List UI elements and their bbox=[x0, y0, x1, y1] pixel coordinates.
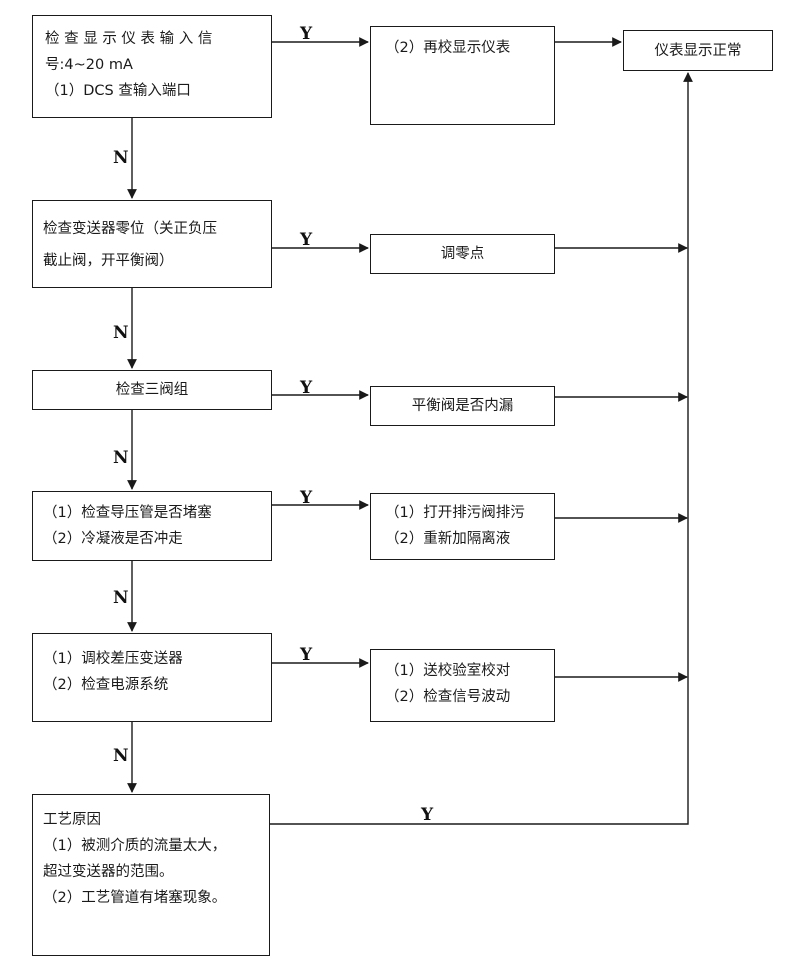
yes-label: Y bbox=[300, 378, 313, 398]
check-box-input-signal: 检 查 显 示 仪 表 输 入 信 号:4~20 mA （1）DCS 查输入端口 bbox=[32, 15, 272, 118]
box-text: 检查变送器零位（关正负压 bbox=[43, 221, 217, 237]
yes-label: Y bbox=[421, 805, 434, 825]
box-text: （2）工艺管道有堵塞现象。 bbox=[43, 890, 227, 906]
box-text: （2）检查信号波动 bbox=[385, 689, 511, 705]
box-text: 超过变送器的范围。 bbox=[43, 864, 174, 880]
no-label: N bbox=[113, 448, 129, 468]
box-text: 调零点 bbox=[440, 246, 485, 262]
yes-label: Y bbox=[300, 488, 313, 508]
box-text: （1）调校差压变送器 bbox=[43, 651, 183, 667]
no-label: N bbox=[113, 746, 129, 766]
box-text: 检查三阀组 bbox=[115, 382, 189, 398]
check-box-transmitter-zero: 检查变送器零位（关正负压 截止阀，开平衡阀） bbox=[32, 200, 272, 288]
box-text: （1）打开排污阀排污 bbox=[385, 505, 525, 521]
action-box-zero-adjust: 调零点 bbox=[370, 234, 555, 274]
check-box-three-valve: 检查三阀组 bbox=[32, 370, 272, 410]
action-box-send-lab: （1）送校验室校对 （2）检查信号波动 bbox=[370, 649, 555, 722]
yes-label: Y bbox=[300, 230, 313, 250]
no-label: N bbox=[113, 148, 129, 168]
box-text: 工艺原因 bbox=[43, 812, 101, 828]
no-label: N bbox=[113, 323, 129, 343]
box-text: 号:4~20 mA bbox=[45, 57, 133, 73]
box-text: 检 查 显 示 仪 表 输 入 信 bbox=[45, 31, 213, 47]
no-label: N bbox=[113, 588, 129, 608]
box-text: （1）检查导压管是否堵塞 bbox=[43, 505, 212, 521]
box-text: （1）DCS 查输入端口 bbox=[45, 83, 191, 99]
yes-label: Y bbox=[300, 645, 313, 665]
box-text: （2）重新加隔离液 bbox=[385, 531, 511, 547]
box-text: （2）再校显示仪表 bbox=[385, 40, 511, 56]
check-box-calibrate: （1）调校差压变送器 （2）检查电源系统 bbox=[32, 633, 272, 722]
box-text: （1）送校验室校对 bbox=[385, 663, 511, 679]
action-box-balance-valve-leak: 平衡阀是否内漏 bbox=[370, 386, 555, 426]
check-box-impulse-line: （1）检查导压管是否堵塞 （2）冷凝液是否冲走 bbox=[32, 491, 272, 561]
action-box-recalibrate-display: （2）再校显示仪表 bbox=[370, 26, 555, 125]
box-text: （1）被测介质的流量太大， bbox=[43, 838, 227, 854]
result-text: 仪表显示正常 bbox=[654, 42, 742, 59]
box-text: （2）检查电源系统 bbox=[43, 677, 169, 693]
check-box-process-cause: 工艺原因 （1）被测介质的流量太大， 超过变送器的范围。 （2）工艺管道有堵塞现… bbox=[32, 794, 270, 956]
box-text: 平衡阀是否内漏 bbox=[411, 398, 514, 414]
action-box-drain: （1）打开排污阀排污 （2）重新加隔离液 bbox=[370, 493, 555, 560]
box-text: （2）冷凝液是否冲走 bbox=[43, 531, 183, 547]
result-box-display-normal: 仪表显示正常 bbox=[623, 30, 773, 71]
connector-collector bbox=[270, 72, 693, 825]
yes-label: Y bbox=[300, 24, 313, 44]
box-text: 截止阀，开平衡阀） bbox=[43, 253, 174, 269]
